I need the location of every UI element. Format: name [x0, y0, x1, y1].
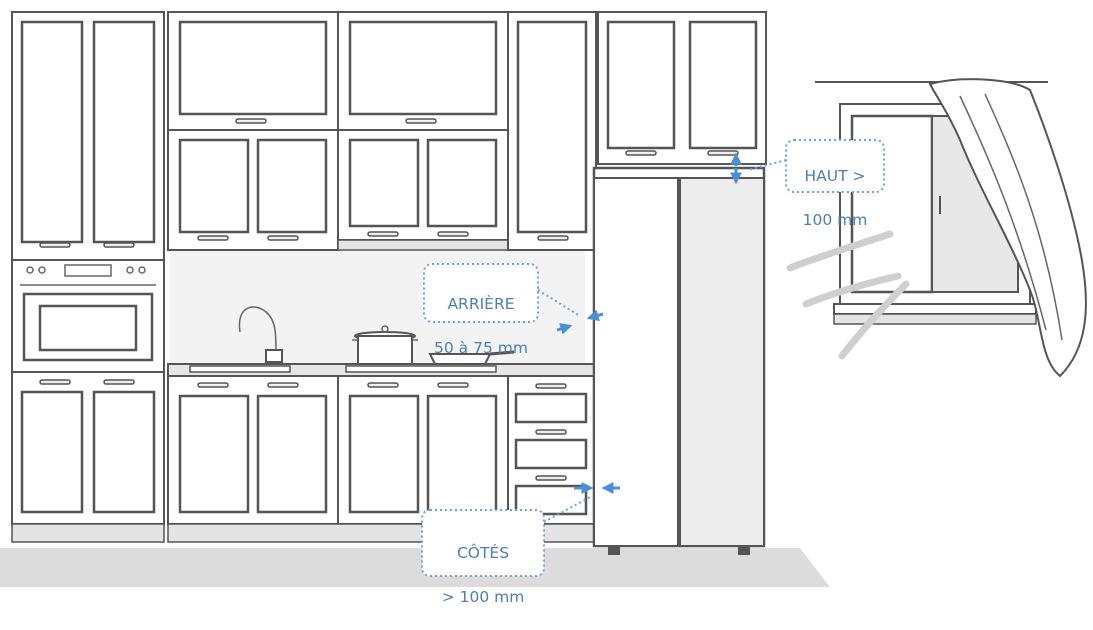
callout-sides-label: CÔTÉS > 100 mm [422, 520, 544, 630]
cabinet-above-fridge [597, 11, 767, 165]
callout-sides-box [421, 495, 593, 577]
callout-back-line1: ARRIÈRE [447, 295, 515, 313]
callout-top-line2: 100 mm [802, 211, 868, 229]
callout-sides-line1: CÔTÉS [456, 544, 510, 562]
sink [189, 365, 291, 373]
window [815, 78, 1087, 378]
cooktop [345, 365, 497, 373]
drawer-unit [507, 375, 595, 543]
kitchen-fridge-installation-diagram [0, 11, 1087, 587]
tall-pantry-left [11, 11, 165, 261]
lower-cabinet-left [11, 371, 165, 543]
back-clearance-arrows [556, 309, 604, 335]
floor [0, 548, 830, 587]
cooking-pot [352, 325, 418, 367]
curtain [928, 78, 1087, 378]
callout-top-line1: HAUT > [804, 167, 866, 185]
callout-back-label: ARRIÈRE 50 à 75 mm [424, 271, 538, 381]
lower-cabinets [167, 375, 509, 543]
upper-cabinets-bottom [167, 129, 509, 251]
callout-back-line2: 50 à 75 mm [434, 339, 528, 357]
callout-sides-line2: > 100 mm [441, 588, 525, 606]
faucet [238, 306, 283, 363]
airflow-lines [786, 230, 910, 360]
wall-oven [11, 259, 165, 373]
callout-top-box [747, 139, 885, 193]
upper-cabinets-top [167, 11, 509, 131]
callout-back-box [423, 263, 581, 323]
tall-cabinet-center [507, 11, 597, 251]
side-by-side-fridge [592, 166, 766, 555]
callout-top-label: HAUT > 100 mm [786, 143, 884, 253]
